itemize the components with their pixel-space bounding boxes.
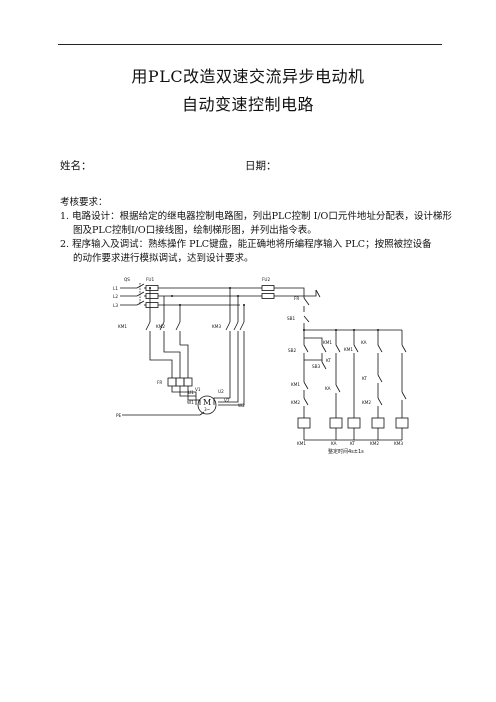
kt-contact1-label: KT — [362, 376, 367, 381]
km1-contact1-label: KM1 — [323, 340, 332, 345]
l1-label: L1 — [113, 286, 118, 291]
coil-km1-label: KM1 — [297, 441, 306, 446]
sb1-label: SB1 — [287, 316, 296, 321]
km2-contact2-label: KM2 — [362, 400, 371, 405]
requirement-2-line-1: 2. 程序输入及调试：熟练操作 PLC键盘，能正确地将所编程序输入 PLC；按照… — [60, 239, 432, 250]
coil-ka-label: KA — [331, 441, 337, 446]
km2-main-label: KM2 — [156, 324, 165, 329]
coil-km2-label: KM2 — [370, 441, 379, 446]
coil-kt-label: KT — [350, 441, 355, 446]
coil-km3-label: KM3 — [394, 441, 403, 446]
page-title-line1: 用PLC改造双速交流异步电动机 — [131, 67, 365, 86]
sb3-label: SB3 — [312, 364, 321, 369]
requirements-heading: 考核要求： — [60, 197, 108, 208]
ka-contact1-label: KA — [361, 340, 367, 345]
timer-setting-note: 整定时间4s±1s — [328, 448, 364, 455]
date-label: 日期： — [245, 160, 277, 172]
fu2-label: FU2 — [262, 277, 270, 282]
fr-main-label: FR — [157, 380, 162, 385]
km1-main-label: KM1 — [118, 324, 127, 329]
fu1-label: FU1 — [146, 277, 154, 282]
km1-contact3-label: KM1 — [344, 347, 353, 352]
main-power-circuit — [120, 283, 300, 416]
control-circuit — [292, 287, 409, 441]
l2-label: L2 — [113, 294, 118, 299]
top-rule — [58, 44, 442, 45]
sb2-label: SB2 — [288, 348, 297, 353]
ka-contact2-label: KA — [325, 386, 331, 391]
qs-label: QS — [124, 277, 130, 282]
page-title-line2: 自动变速控制电路 — [181, 95, 314, 114]
u2-label: U2 — [218, 389, 224, 394]
km1-contact2-label: KM1 — [291, 382, 300, 387]
w2-label: W2 — [238, 403, 245, 408]
pe-label: PE — [116, 413, 122, 418]
w1-label: W1 — [187, 400, 194, 405]
km3-main-label: KM3 — [212, 324, 221, 329]
km2-contact1-label: KM2 — [291, 400, 300, 405]
fr-ctrl-label: FR — [294, 296, 299, 301]
motor-symbol: M — [203, 398, 211, 407]
requirement-2-line-2: 的动作要求进行模拟调试，达到设计要求。 — [73, 253, 254, 264]
l3-label: L3 — [113, 303, 118, 308]
name-label: 姓名： — [60, 160, 92, 172]
motor-phase-label: 3~ — [204, 407, 211, 412]
requirement-1-line-1: 1. 电路设计：根据给定的继电器控制电路图，列出PLC控制 I/O口元件地址分配… — [60, 211, 452, 222]
requirement-1-line-2: 图及PLC控制I/O口接线图，绘制梯形图，并列出指令表。 — [73, 225, 317, 236]
u1-label: U1 — [188, 390, 194, 395]
v1-label: V1 — [195, 387, 201, 392]
v2-label: V2 — [224, 398, 230, 403]
kt-contact2-label: KT — [326, 358, 331, 363]
